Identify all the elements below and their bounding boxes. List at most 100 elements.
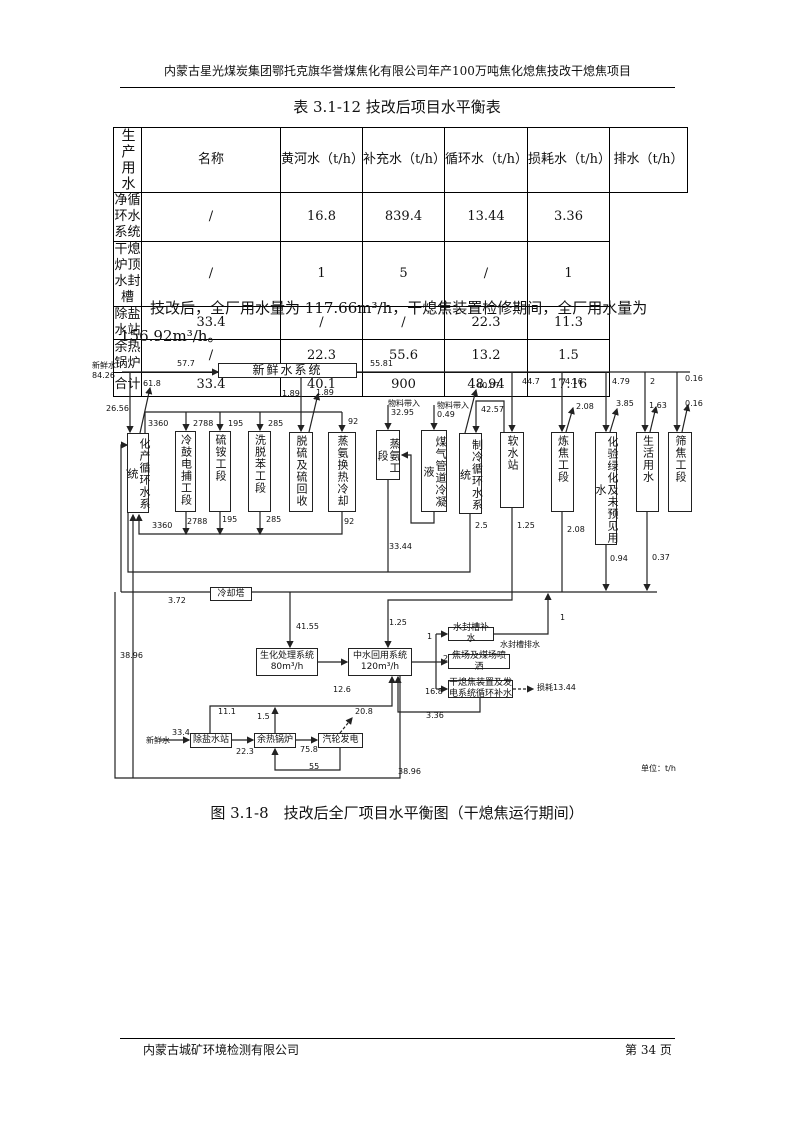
value-cell: / — [141, 339, 281, 373]
box-cool-tower: 冷却塔 — [210, 587, 252, 601]
value-cell: 1.5 — [527, 339, 610, 373]
value-cell: 1 — [527, 241, 610, 307]
page-number: 第 34 页 — [625, 1043, 672, 1057]
flow-label-f3344: 33.44 — [389, 542, 412, 551]
column-header: 名称 — [141, 127, 281, 193]
box-screen: 筛焦工段 — [668, 432, 692, 512]
box-domestic: 生活用水 — [636, 432, 659, 512]
box-turbine: 汽轮发电 — [318, 733, 363, 748]
flow-label-f447: 44.7 — [522, 377, 540, 386]
box-refrig: 制冷循环水系统 — [459, 433, 484, 514]
box-reuse: 中水回用系统 120m³/h — [348, 648, 412, 676]
column-header: 损耗水（t/h） — [527, 127, 611, 193]
flow-label-f126: 12.6 — [333, 685, 351, 694]
flow-label-b2788: 2788 — [187, 517, 208, 526]
box-boiler: 余热锅炉 — [254, 733, 296, 748]
flow-label-b92: 92 — [344, 517, 355, 526]
flow-label-f037: 0.37 — [652, 553, 670, 562]
flow-label-f208a: 2.08 — [576, 402, 594, 411]
box-soft: 软水站 — [500, 432, 524, 508]
flow-label-f125: 1.25 — [517, 521, 535, 530]
column-header: 循环水（t/h） — [444, 127, 528, 193]
row-name-cell: 净循环水系统 — [113, 192, 142, 242]
flow-label-f618: 61.8 — [143, 379, 161, 388]
flow-label-f57: 57.7 — [177, 359, 195, 368]
value-cell: 3.36 — [527, 192, 610, 242]
flow-label-b195: 195 — [222, 515, 238, 524]
flow-label-f4007: 40.07 — [477, 381, 500, 390]
row-name-cell: 除盐水站 — [113, 306, 142, 340]
value-cell: 33.4 — [141, 306, 281, 340]
flow-label-f15: 1.5 — [257, 712, 270, 721]
flow-label-f168: 16.8 — [425, 687, 443, 696]
flow-label-f208b: 2.08 — [567, 525, 585, 534]
value-cell: 900 — [362, 372, 445, 397]
flow-label-f3896a: 38.96 — [120, 651, 143, 660]
flow-label-f016b: 0.16 — [685, 399, 703, 408]
footer-divider — [120, 1038, 675, 1039]
flow-label-f1a: 1 — [427, 632, 433, 641]
row-name-cell: 余热锅炉 — [113, 339, 142, 373]
flow-label-f016: 0.16 — [685, 374, 703, 383]
box-biochem: 生化处理系统 80m³/h — [256, 648, 318, 676]
flow-label-f4155: 41.55 — [296, 622, 319, 631]
flow-label-loss: 损耗13.44 — [537, 683, 576, 692]
value-cell: 13.44 — [444, 192, 528, 242]
water-balance-table: 生产用水 名称 黄河水（t/h） 补充水（t/h） 循环水（t/h） 损耗水（t… — [113, 127, 688, 397]
flow-label-f4257: 42.57 — [481, 405, 504, 414]
flow-label-f25: 2.5 — [475, 521, 488, 530]
flow-label-t2788: 2788 — [193, 419, 214, 428]
flow-lines — [114, 368, 691, 779]
table-caption: 表 3.1-12 技改后项目水平衡表 — [293, 98, 501, 116]
box-cdq: 干熄焦装置及发电系统循环补水 — [448, 678, 513, 699]
value-cell: 16.8 — [280, 192, 363, 242]
box-gas-cond: 煤气管道冷凝液 — [421, 430, 447, 512]
paragraph-line-2: 156.92m³/h。 — [120, 327, 223, 345]
flow-label-b285: 285 — [266, 515, 282, 524]
column-header: 黄河水（t/h） — [280, 127, 364, 193]
flow-label-f2b: 2 — [443, 654, 449, 663]
flow-label-f55: 55 — [309, 762, 320, 771]
flow-label-f416: 4.16 — [565, 377, 583, 386]
value-cell: / — [141, 192, 281, 242]
running-header: 内蒙古星光煤炭集团鄂托克旗华誉煤焦化有限公司年产100万吨焦化熄焦技改干熄焦项目 — [164, 64, 631, 78]
row-name-cell: 合计 — [113, 372, 142, 397]
box-lab: 化验绿化及未预见用水 — [594, 432, 619, 545]
box-cold-drum: 冷鼓电捕工段 — [175, 431, 196, 512]
value-cell: / — [362, 306, 445, 340]
flow-label-f336: 3.36 — [426, 711, 444, 720]
flow-label-t285: 285 — [268, 419, 284, 428]
flow-label-fresh-in2: 新鲜水 — [146, 736, 170, 745]
row-name-cell: 干熄炉顶水封槽 — [113, 241, 142, 307]
flow-label-f372: 3.72 — [168, 596, 186, 605]
flow-label-f125b: 1.25 — [389, 618, 407, 627]
column-header: 补充水（t/h） — [362, 127, 446, 193]
value-cell: 17.16 — [527, 372, 610, 397]
table-header-row: 生产用水 名称 黄河水（t/h） 补充水（t/h） 循环水（t/h） 损耗水（t… — [113, 127, 688, 193]
box-spray: 焦场及煤场喷洒 — [448, 651, 510, 672]
box-coking: 炼焦工段 — [551, 432, 574, 512]
value-cell: 5 — [362, 241, 445, 307]
flow-label-b3360: 3360 — [152, 521, 173, 530]
flow-label-t92: 92 — [348, 417, 359, 426]
flow-label-f163: 1.63 — [649, 401, 667, 410]
flow-label-f3896b: 38.96 — [398, 767, 421, 776]
flow-label-f758: 75.8 — [300, 745, 318, 754]
value-cell: 839.4 — [362, 192, 445, 242]
flow-label-mat1: 物料带入 — [388, 399, 420, 408]
box-fresh-sys: 新鲜水系统 — [218, 363, 357, 378]
box-ammonium: 硫铵工段 — [209, 431, 231, 512]
flow-label-f223: 22.3 — [236, 747, 254, 756]
column-header: 排水（t/h） — [609, 127, 688, 193]
value-cell: / — [444, 241, 528, 307]
flow-label-f208: 20.8 — [355, 707, 373, 716]
flow-label-f2: 2 — [650, 377, 656, 386]
flow-label-t195: 195 — [228, 419, 244, 428]
flow-label-f334: 33.4 — [172, 728, 190, 737]
box-ammonia-still: 蒸氨工段 — [376, 430, 401, 480]
flow-label-f1b: 1 — [560, 613, 566, 622]
